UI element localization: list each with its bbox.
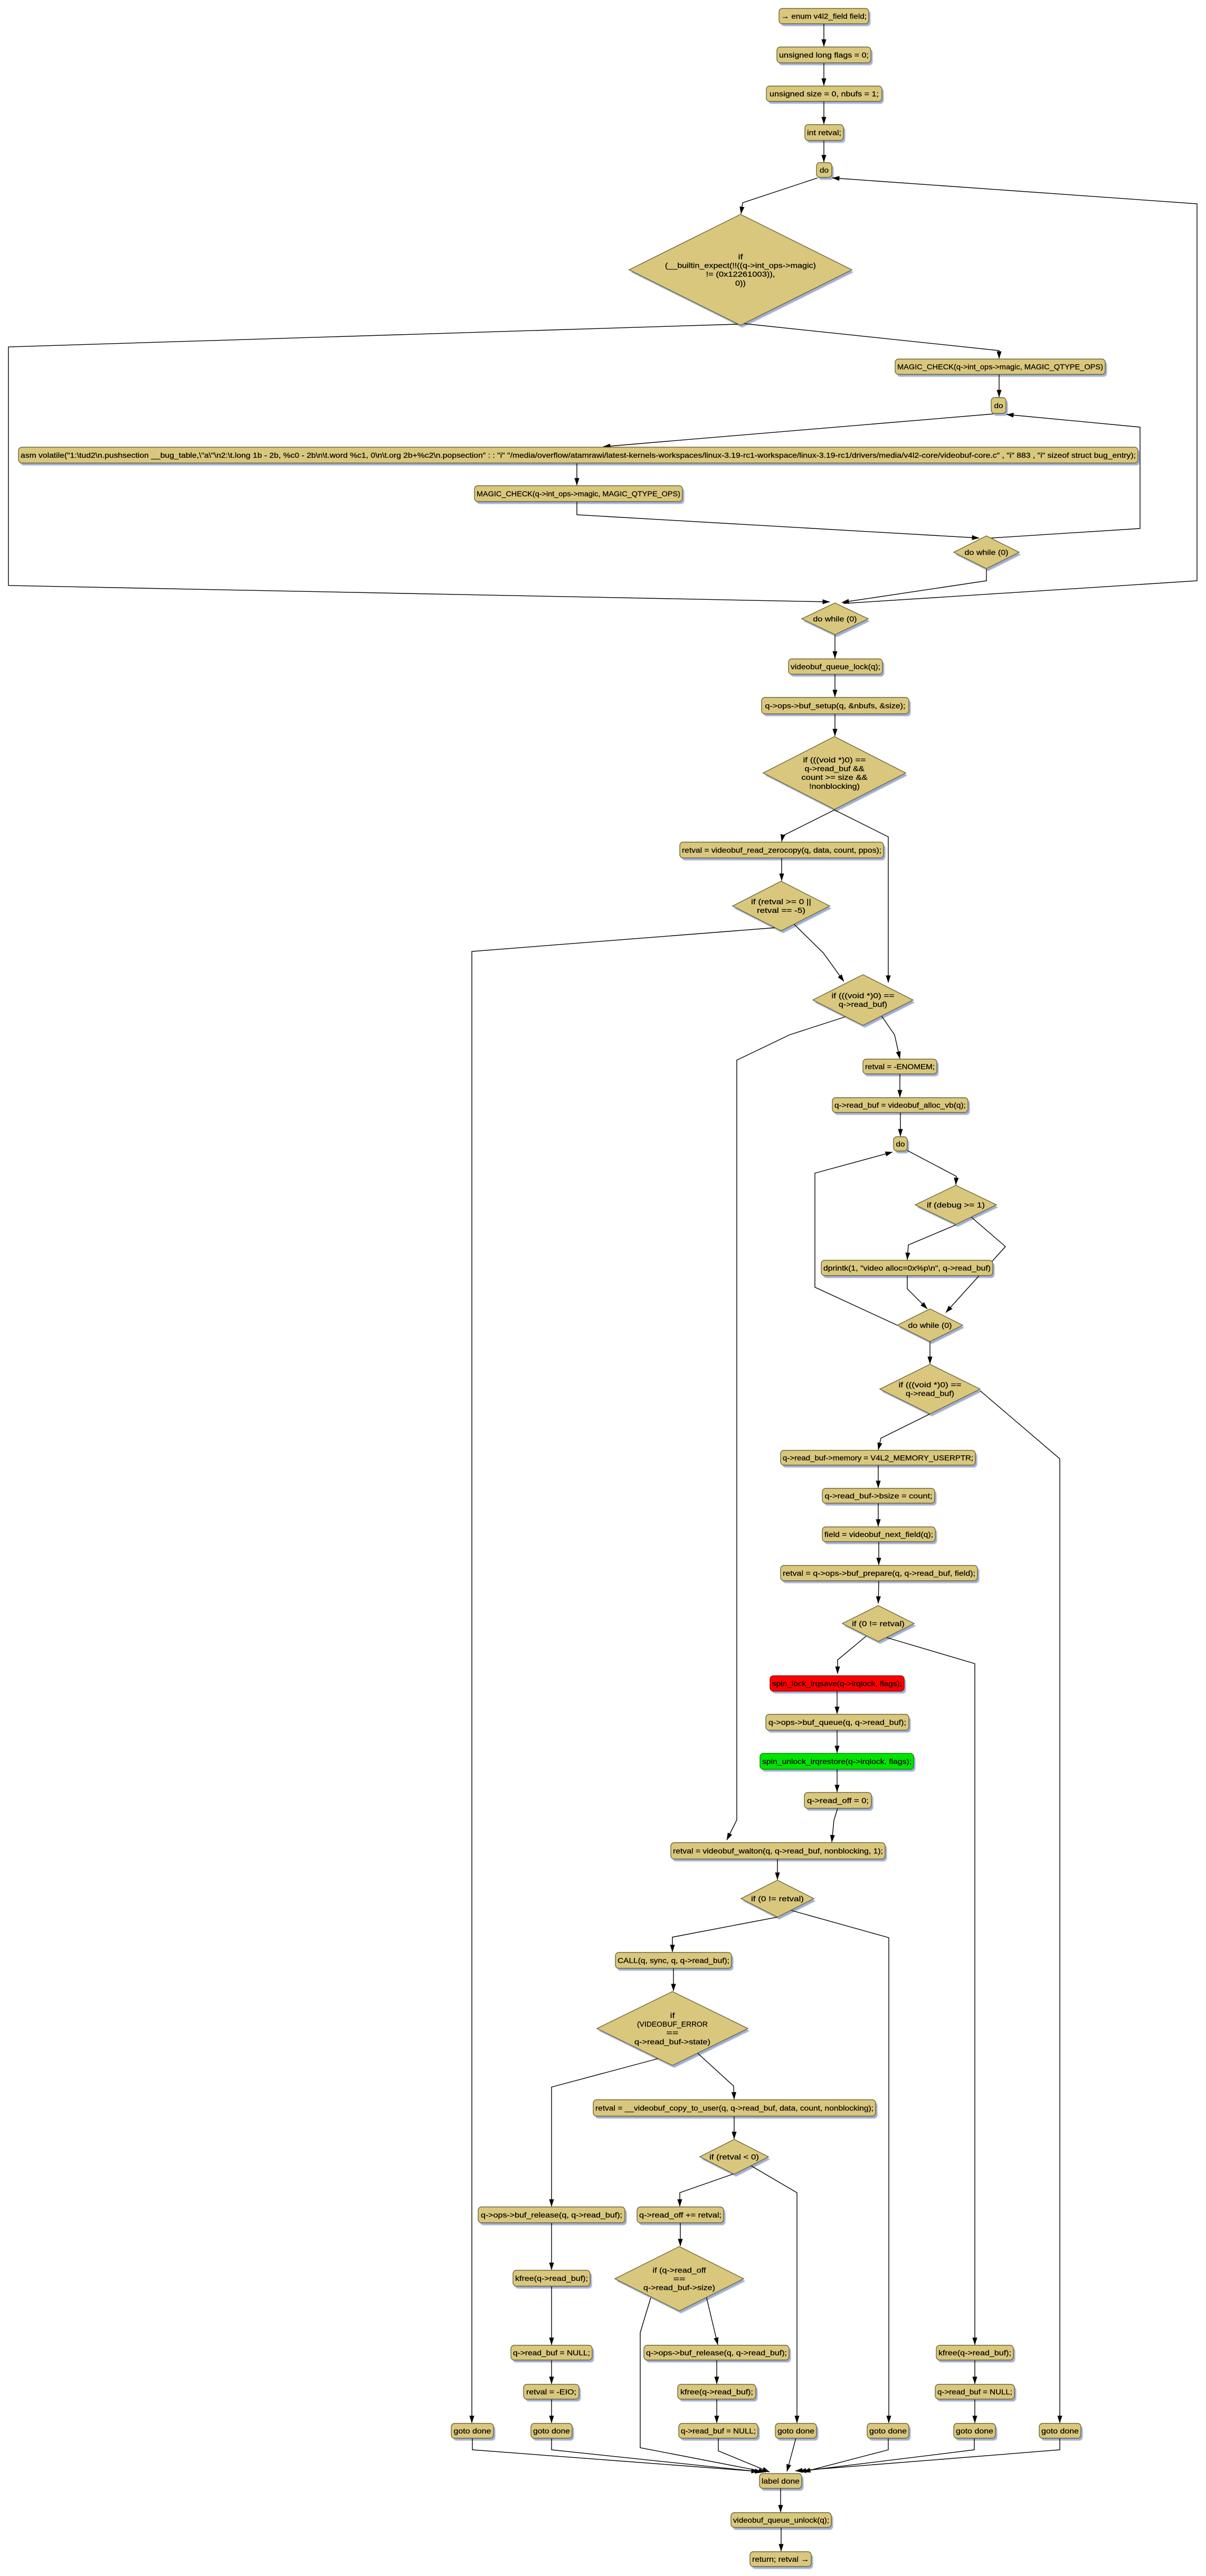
svg-text:goto done: goto done <box>454 2427 491 2435</box>
svg-text:q->read_buf = videobuf_alloc_v: q->read_buf = videobuf_alloc_vb(q); <box>834 1101 966 1109</box>
svg-text:q->read_buf = NULL;: q->read_buf = NULL; <box>937 2388 1012 2396</box>
svg-text:goto done: goto done <box>533 2427 570 2435</box>
svg-text:q->read_buf): q->read_buf) <box>906 1389 954 1398</box>
svg-text:retval == -5): retval == -5) <box>757 906 805 914</box>
svg-text:do while (0): do while (0) <box>813 615 857 623</box>
svg-text:0)): 0)) <box>735 279 746 287</box>
svg-text:==: == <box>673 2275 686 2283</box>
svg-text:retval = videobuf_read_zerocop: retval = videobuf_read_zerocopy(q, data,… <box>682 846 881 854</box>
svg-text:q->read_buf &&: q->read_buf && <box>805 765 865 773</box>
svg-text:q->read_off += retval;: q->read_off += retval; <box>639 2211 721 2219</box>
svg-text:count >= size &&: count >= size && <box>802 773 868 781</box>
svg-text:(VIDEOBUF_ERROR: (VIDEOBUF_ERROR <box>637 2020 708 2028</box>
svg-text:retval = -EIO;: retval = -EIO; <box>526 2388 576 2396</box>
svg-text:q->read_buf): q->read_buf) <box>839 1000 887 1008</box>
svg-text:retval = -ENOMEM;: retval = -ENOMEM; <box>865 1062 935 1071</box>
svg-text:q->read_buf->state): q->read_buf->state) <box>634 2037 710 2046</box>
svg-text:if (0 != retval): if (0 != retval) <box>852 1619 905 1628</box>
svg-text:unsigned long flags = 0;: unsigned long flags = 0; <box>779 51 869 59</box>
svg-text:if (((void *)0) ==: if (((void *)0) == <box>832 992 895 1000</box>
svg-text:q->ops->buf_release(q, q->read: q->ops->buf_release(q, q->read_buf); <box>481 2211 622 2219</box>
svg-text:goto done: goto done <box>1041 2427 1079 2435</box>
svg-text:q->ops->buf_queue(q, q->read_b: q->ops->buf_queue(q, q->read_buf); <box>768 1718 906 1726</box>
svg-text:q->read_buf->bsize = count;: q->read_buf->bsize = count; <box>825 1492 933 1500</box>
svg-text:retval = videobuf_waiton(q, q-: retval = videobuf_waiton(q, q->read_buf,… <box>673 1846 883 1855</box>
svg-text:dprintk(1, "video alloc=0x%p\n: dprintk(1, "video alloc=0x%p\n", q->read… <box>823 1263 991 1272</box>
svg-text:videobuf_queue_lock(q);: videobuf_queue_lock(q); <box>791 662 880 671</box>
svg-text:field = videobuf_next_field(q): field = videobuf_next_field(q); <box>824 1530 933 1539</box>
svg-text:==: == <box>667 2028 679 2037</box>
svg-text:q->ops->buf_release(q, q->read: q->ops->buf_release(q, q->read_buf); <box>646 2348 787 2357</box>
svg-text:videobuf_queue_unlock(q);: videobuf_queue_unlock(q); <box>733 2516 829 2524</box>
svg-text:do: do <box>896 1139 905 1148</box>
svg-text:goto done: goto done <box>956 2427 993 2435</box>
svg-text:spin_lock_irqsave(q->irqlock,: spin_lock_irqsave(q->irqlock, flags); <box>772 1679 902 1687</box>
svg-text:if (0 != retval): if (0 != retval) <box>751 1894 804 1903</box>
svg-text:goto done: goto done <box>869 2427 907 2435</box>
svg-text:if (retval < 0): if (retval < 0) <box>709 2153 759 2161</box>
svg-text:do while (0): do while (0) <box>965 548 1009 556</box>
svg-text:MAGIC_CHECK(q->int_ops->magic,: MAGIC_CHECK(q->int_ops->magic, MAGIC_QTY… <box>897 362 1103 371</box>
svg-text:asm volatile("1:\tud2\n.pushse: asm volatile("1:\tud2\n.pushsection __bu… <box>21 451 1136 459</box>
svg-text:if (((void *)0) ==: if (((void *)0) == <box>803 756 866 764</box>
svg-text:!= (0x12261003)),: != (0x12261003)), <box>706 270 775 278</box>
svg-text:q->ops->buf_setup(q, &nbufs, &: q->ops->buf_setup(q, &nbufs, &size); <box>765 701 906 710</box>
svg-text:!nonblocking): !nonblocking) <box>809 782 860 790</box>
svg-text:int retval;: int retval; <box>807 128 841 137</box>
svg-text:do while (0): do while (0) <box>908 1321 952 1329</box>
svg-text:unsigned size = 0, nbufs = 1;: unsigned size = 0, nbufs = 1; <box>770 89 879 98</box>
svg-text:kfree(q->read_buf);: kfree(q->read_buf); <box>515 2274 588 2282</box>
svg-text:q->read_buf = NULL;: q->read_buf = NULL; <box>513 2348 590 2357</box>
svg-text:kfree(q->read_buf);: kfree(q->read_buf); <box>938 2348 1011 2357</box>
svg-text:if (debug >= 1): if (debug >= 1) <box>927 1201 985 1209</box>
svg-text:CALL(q, sync, q, q->read_buf);: CALL(q, sync, q, q->read_buf); <box>618 1956 729 1965</box>
svg-text:retval = __videobuf_copy_to_us: retval = __videobuf_copy_to_user(q, q->r… <box>595 2103 873 2112</box>
svg-text:(__builtin_expect(!!((q->int_o: (__builtin_expect(!!((q->int_ops->magic) <box>665 261 816 270</box>
svg-text:retval = q->ops->buf_prepare(q: retval = q->ops->buf_prepare(q, q->read_… <box>783 1569 975 1577</box>
svg-text:q->read_off = 0;: q->read_off = 0; <box>807 1796 869 1805</box>
svg-text:→ enum v4l2_field field;: → enum v4l2_field field; <box>781 12 867 20</box>
svg-text:return; retval →: return; retval → <box>752 2555 809 2563</box>
svg-text:if (((void *)0) ==: if (((void *)0) == <box>899 1381 962 1389</box>
svg-text:q->read_buf->size): q->read_buf->size) <box>643 2284 715 2292</box>
svg-text:do: do <box>994 401 1003 410</box>
svg-text:if (q->read_off: if (q->read_off <box>653 2266 706 2274</box>
svg-text:q->read_buf->memory = V4L2_MEM: q->read_buf->memory = V4L2_MEMORY_USERPT… <box>783 1454 973 1462</box>
svg-text:kfree(q->read_buf);: kfree(q->read_buf); <box>680 2388 753 2396</box>
svg-text:if: if <box>670 2011 675 2020</box>
svg-text:label done: label done <box>762 2477 800 2485</box>
svg-text:goto done: goto done <box>777 2427 814 2435</box>
svg-text:MAGIC_CHECK(q->int_ops->magic,: MAGIC_CHECK(q->int_ops->magic, MAGIC_QTY… <box>477 489 680 498</box>
svg-text:if (retval >= 0 ||: if (retval >= 0 || <box>751 898 811 906</box>
svg-text:do: do <box>820 166 829 174</box>
svg-text:spin_unlock_irqrestore(q->irql: spin_unlock_irqrestore(q->irqlock, flags… <box>762 1757 911 1766</box>
svg-text:if: if <box>738 252 743 261</box>
svg-text:q->read_buf = NULL;: q->read_buf = NULL; <box>681 2427 756 2435</box>
